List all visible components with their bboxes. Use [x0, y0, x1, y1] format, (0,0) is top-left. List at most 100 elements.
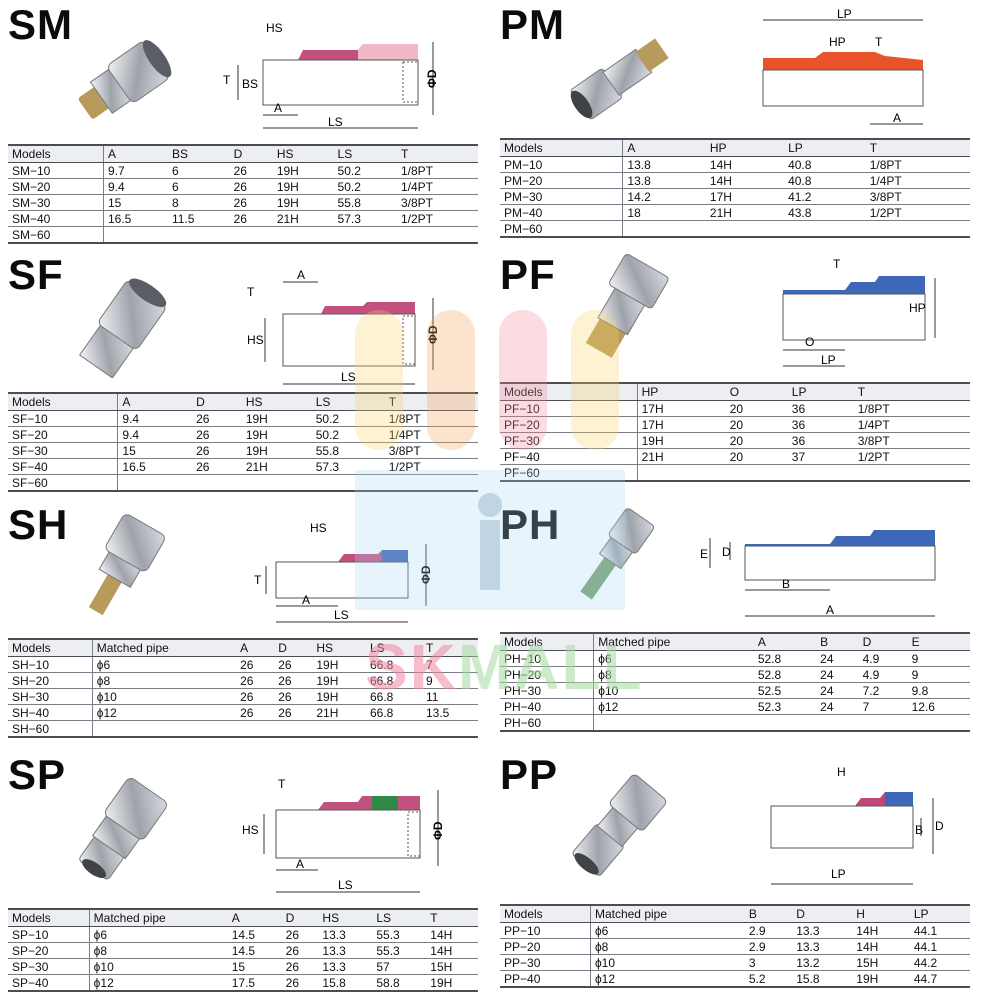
value-cell: 15: [103, 194, 168, 211]
value-cell: 19H: [241, 410, 312, 427]
value-cell: 50.2: [311, 426, 385, 443]
value-cell: ϕ10: [593, 682, 754, 699]
dim-label: BS: [242, 77, 258, 91]
column-header: T: [853, 382, 970, 401]
value-cell: [397, 226, 478, 244]
column-header: HP: [637, 382, 726, 401]
model-cell: PP−40: [500, 970, 591, 988]
value-cell: 36: [787, 416, 854, 433]
value-cell: [622, 220, 706, 238]
value-cell: 26: [229, 162, 273, 179]
value-cell: [92, 720, 237, 738]
value-cell: 9.8: [907, 682, 970, 699]
model-cell: PP−30: [500, 954, 591, 971]
value-cell: 6: [167, 162, 230, 179]
column-header: A: [236, 638, 275, 657]
value-cell: ϕ6: [89, 926, 228, 943]
value-cell: ϕ6: [593, 650, 754, 667]
dim-label: T: [247, 285, 255, 299]
value-cell: ϕ6: [590, 922, 745, 939]
model-cell: SH−10: [8, 656, 93, 673]
value-cell: 4.9: [858, 666, 908, 683]
value-cell: 26: [236, 688, 275, 705]
value-cell: 14H: [705, 172, 785, 189]
socket-hose-barb-photo: [88, 514, 165, 616]
value-cell: 55.3: [372, 926, 427, 943]
value-cell: 19H: [637, 432, 726, 449]
column-header: D: [792, 904, 853, 923]
model-cell: PH−60: [500, 714, 595, 732]
value-cell: 11: [421, 688, 478, 705]
value-cell: 21H: [241, 458, 312, 475]
value-cell: ϕ8: [593, 666, 754, 683]
value-cell: 26: [192, 426, 242, 443]
value-cell: 52.8: [753, 666, 817, 683]
value-cell: 13.3: [792, 922, 853, 939]
dim-label: HP: [829, 35, 846, 49]
value-cell: [236, 720, 275, 738]
column-header: T: [384, 392, 478, 411]
value-cell: 1/2PT: [384, 458, 478, 475]
value-cell: 52.3: [753, 698, 817, 715]
column-header: HS: [272, 144, 334, 163]
dim-label: ΦD: [431, 821, 445, 840]
column-header: HP: [705, 138, 785, 157]
value-cell: 37: [787, 448, 854, 465]
value-cell: 52.5: [753, 682, 817, 699]
column-header: T: [397, 144, 478, 163]
value-cell: [705, 220, 785, 238]
model-cell: SH−20: [8, 672, 93, 689]
dim-label: T: [223, 73, 231, 87]
value-cell: 13.2: [792, 954, 853, 971]
column-header: LP: [909, 904, 970, 923]
value-cell: 14H: [426, 926, 478, 943]
column-header: D: [192, 392, 242, 411]
value-cell: 13.3: [318, 942, 373, 959]
column-header: O: [725, 382, 788, 401]
dim-label: HS: [266, 21, 283, 35]
column-header: LS: [365, 638, 422, 657]
model-code: SM: [8, 1, 73, 48]
value-cell: 40.8: [784, 156, 866, 173]
value-cell: 17H: [637, 400, 726, 417]
column-header: A: [227, 908, 282, 927]
value-cell: 1/4PT: [865, 172, 970, 189]
sh-dimension-drawing: HS T ΦD A LS: [254, 521, 433, 623]
value-cell: 66.8: [365, 688, 422, 705]
column-header: Models: [500, 382, 638, 401]
socket-hose-nut-photo: [79, 778, 167, 880]
model-cell: PH−30: [500, 682, 595, 699]
value-cell: ϕ6: [92, 656, 237, 673]
value-cell: 19H: [241, 426, 312, 443]
column-header: D: [229, 144, 273, 163]
value-cell: 1/2PT: [853, 448, 970, 465]
value-cell: 20: [725, 400, 788, 417]
column-header: T: [421, 638, 478, 657]
column-header: T: [426, 908, 478, 927]
value-cell: 55.3: [372, 942, 427, 959]
value-cell: 57.3: [311, 458, 385, 475]
model-cell: PH−40: [500, 698, 595, 715]
value-cell: 17H: [637, 416, 726, 433]
model-cell: SM−10: [8, 162, 104, 179]
value-cell: 26: [229, 194, 273, 211]
